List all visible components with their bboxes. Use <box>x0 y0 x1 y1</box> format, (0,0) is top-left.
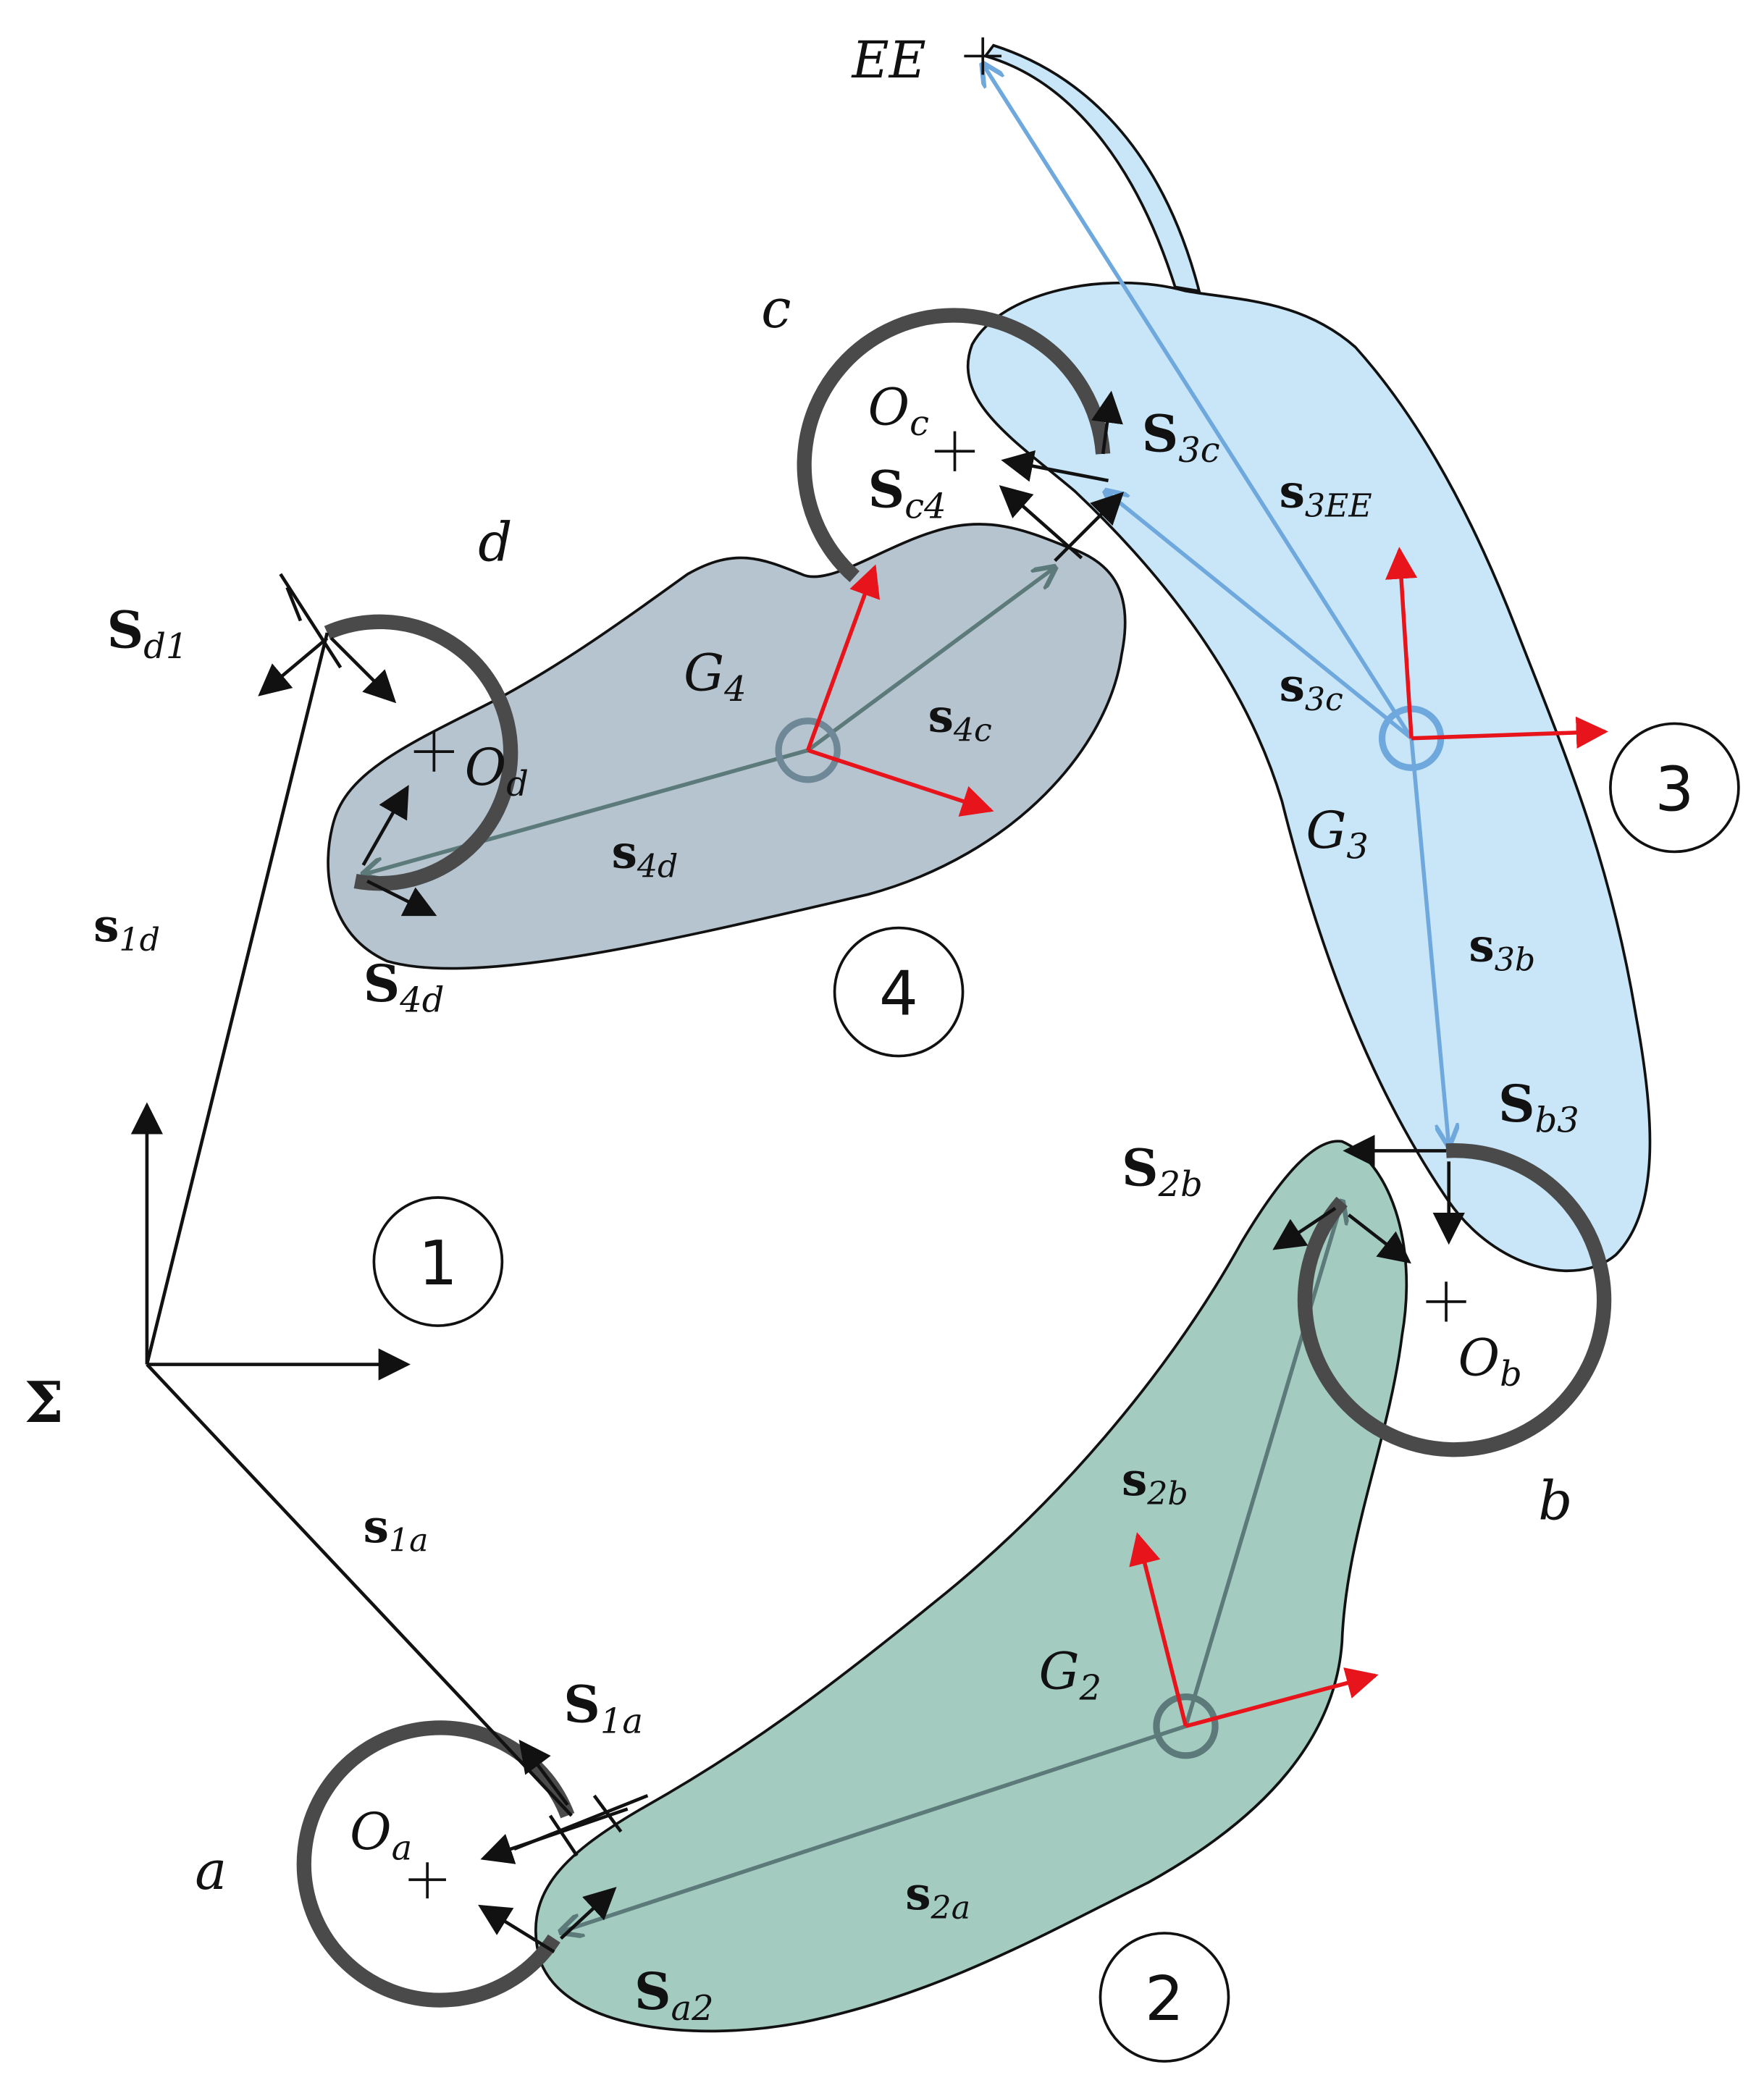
frame4-x <box>807 748 994 817</box>
label-joint-d: d <box>478 512 512 573</box>
label-S3c: S3c <box>1142 403 1220 471</box>
body-number-2: 2 <box>1145 1964 1184 2035</box>
label-com-g4: G4 <box>684 643 746 710</box>
label-origin-d: Od <box>465 738 529 804</box>
vector-s1d <box>145 632 329 1365</box>
label-s3b: s3b <box>1469 919 1535 979</box>
label-com-g3: G3 <box>1306 801 1368 867</box>
arrow-S4d-2 <box>366 879 437 917</box>
body-3-shape <box>966 281 1652 1273</box>
joint-ring-c <box>797 308 1111 583</box>
label-S4d: S4d <box>364 954 445 1021</box>
arrow-Sd1-2 <box>329 636 397 704</box>
label-s1d: s1d <box>93 898 160 959</box>
joint-ring-a <box>296 1720 575 2008</box>
vector-s1a <box>146 1363 573 1817</box>
origin-icon-d <box>413 731 455 772</box>
frame2-x <box>1185 1667 1379 1728</box>
label-s1a: s1a <box>364 1499 429 1560</box>
label-Sb3: Sb3 <box>1498 1074 1579 1141</box>
label-s2a: s2a <box>905 1866 970 1927</box>
body-number-3: 3 <box>1655 754 1694 825</box>
body-3 <box>966 43 1652 1273</box>
body-number-4: 4 <box>879 958 918 1030</box>
label-S1a: S1a <box>563 1675 643 1742</box>
hatch-d-1 <box>279 573 343 669</box>
hatch-a-3 <box>592 1794 623 1833</box>
label-s2b: s2b <box>1122 1452 1188 1512</box>
joint-ring-b <box>1297 1143 1612 1457</box>
frame3-y <box>1385 547 1418 738</box>
vector-s4d <box>364 748 809 874</box>
joint-arrows <box>258 390 1465 1953</box>
vector-s4c <box>807 568 1055 752</box>
vector-s3b <box>1409 738 1449 1145</box>
origin-icon-b <box>1426 1281 1466 1322</box>
label-s3c: s3c <box>1280 658 1343 718</box>
label-s3EE: s3EE <box>1280 465 1372 525</box>
body-4-shape <box>327 523 1127 970</box>
arrow-S4d-1 <box>361 785 409 867</box>
hatch-a-2 <box>548 1814 579 1857</box>
body-number-circle-4 <box>833 926 965 1058</box>
arrow-c-1 <box>1001 450 1109 483</box>
label-S2b: S2b <box>1122 1137 1203 1205</box>
hatch-d-2 <box>285 586 303 622</box>
label-joint-a: a <box>195 1840 227 1902</box>
arrow-Sa2 <box>559 1887 617 1940</box>
labels: 1 2 3 4 Σ a b c d Oa Ob Oc Od G2 G3 G4 E… <box>24 30 1694 2035</box>
joint-rings <box>296 308 1612 2008</box>
vector-s2b <box>1183 1202 1342 1727</box>
vector-s2a <box>561 1724 1187 1932</box>
label-Sc4: Sc4 <box>868 460 946 527</box>
origin-icon-c <box>934 431 975 471</box>
arrow-S3c <box>1091 390 1123 455</box>
body-number-1: 1 <box>419 1228 458 1300</box>
label-joint-c: c <box>761 279 791 340</box>
vector-s3EE <box>983 64 1414 740</box>
label-origin-a: Oa <box>350 1802 412 1869</box>
body-number-circle-2 <box>1099 1932 1230 2063</box>
frame4-y <box>806 564 880 752</box>
com-icon-g2 <box>1153 1693 1219 1759</box>
local-frames <box>806 547 1608 1728</box>
label-Sd1: Sd1 <box>107 599 188 667</box>
arrow-S1a <box>518 1739 569 1806</box>
body-number-circle-1 <box>372 1196 504 1327</box>
body-internal-vectors <box>364 568 1343 1932</box>
body-2 <box>534 1140 1408 2033</box>
arrow-Sd1-1 <box>258 636 329 696</box>
label-com-g2: G2 <box>1039 1642 1101 1709</box>
arrow-c-3 <box>1054 492 1125 563</box>
body-number-markers <box>372 722 1740 2063</box>
label-joint-b: b <box>1538 1470 1572 1532</box>
body-3-arm <box>983 43 1201 293</box>
hatch-a-1 <box>513 1793 649 1851</box>
body-4 <box>327 523 1127 970</box>
frame3-x <box>1411 716 1608 749</box>
label-origin-b: Ob <box>1458 1328 1522 1394</box>
arrow-S2b-1 <box>1272 1206 1337 1250</box>
label-s4c: s4c <box>928 689 992 749</box>
body3-internal-vectors <box>983 64 1449 1146</box>
label-Sa2: Sa2 <box>634 1961 714 2029</box>
frame2-y <box>1129 1532 1188 1727</box>
arrow-a-to-Oa-2 <box>478 1904 555 1953</box>
body-number-circle-3 <box>1609 722 1740 854</box>
vector-s3c <box>1106 492 1413 740</box>
origin-icon-a <box>408 1862 446 1899</box>
label-origin-c: Oc <box>868 377 929 444</box>
global-frame <box>130 632 573 1817</box>
label-s4d: s4d <box>612 825 679 885</box>
label-end-effector: EE <box>851 30 926 90</box>
label-sigma: Σ <box>24 1370 64 1436</box>
arrow-S2b-2 <box>1348 1213 1411 1264</box>
com-icon-g4 <box>775 717 841 783</box>
origin-icon-ee <box>964 37 1002 75</box>
joint-ring-d <box>324 614 518 891</box>
body-2-shape <box>534 1140 1408 2033</box>
origin-markers <box>408 37 1466 1899</box>
